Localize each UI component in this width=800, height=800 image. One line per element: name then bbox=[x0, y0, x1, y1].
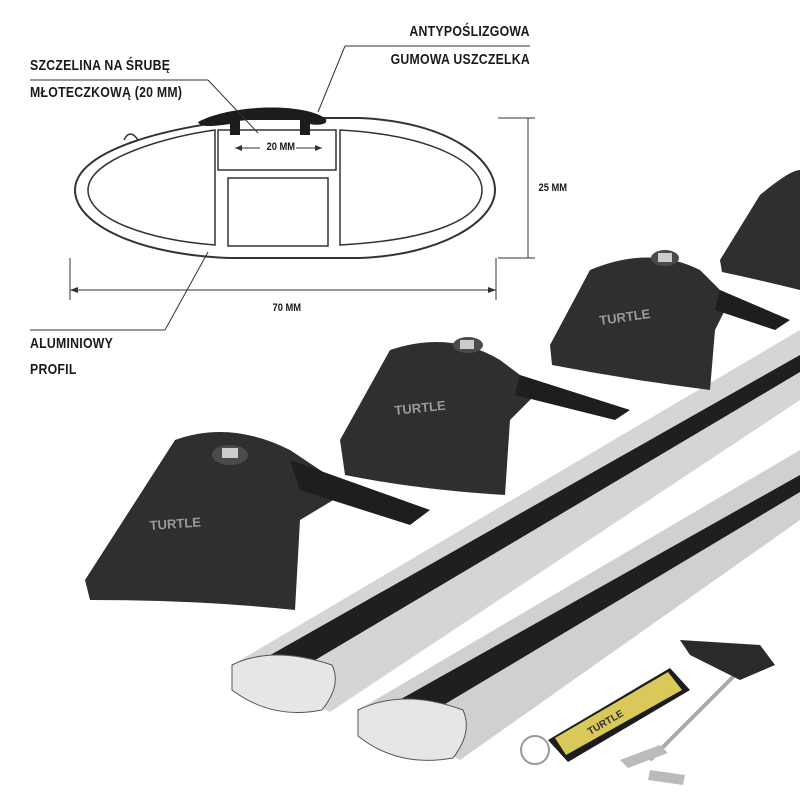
foot-3: TURTLE bbox=[550, 250, 790, 390]
foot-4 bbox=[720, 170, 800, 290]
hex-key-tool bbox=[620, 640, 775, 785]
profile-outline bbox=[73, 117, 497, 259]
brand-logo: TURTLE bbox=[149, 514, 202, 533]
profile-label-line1: ALUMINIOWY bbox=[30, 335, 114, 352]
rubber-seal bbox=[198, 107, 327, 135]
rubber-label-line2: GUMOWA USZCZELKA bbox=[390, 51, 530, 68]
rubber-label-line1: ANTYPOŚLIZGOWA bbox=[409, 23, 530, 40]
width-dimension: 70 MM bbox=[272, 302, 302, 314]
foot-1: TURTLE bbox=[85, 432, 430, 610]
brand-logo: TURTLE bbox=[394, 398, 447, 418]
slot-label-line1: SZCZELINA NA ŚRUBĘ bbox=[30, 57, 171, 74]
roof-rack-feet: TURTLE TURTLE TURTLE bbox=[85, 170, 800, 610]
foot-2: TURTLE bbox=[340, 337, 630, 495]
slot-width-dimension: 20 MM bbox=[266, 141, 296, 153]
roof-bars bbox=[231, 330, 800, 761]
brand-logo: TURTLE bbox=[598, 306, 651, 328]
height-dimension: 25 MM bbox=[538, 182, 568, 194]
profile-label-line2: PROFIL bbox=[30, 361, 77, 378]
slot-label-line2: MŁOTECZKOWĄ (20 MM) bbox=[30, 84, 183, 101]
